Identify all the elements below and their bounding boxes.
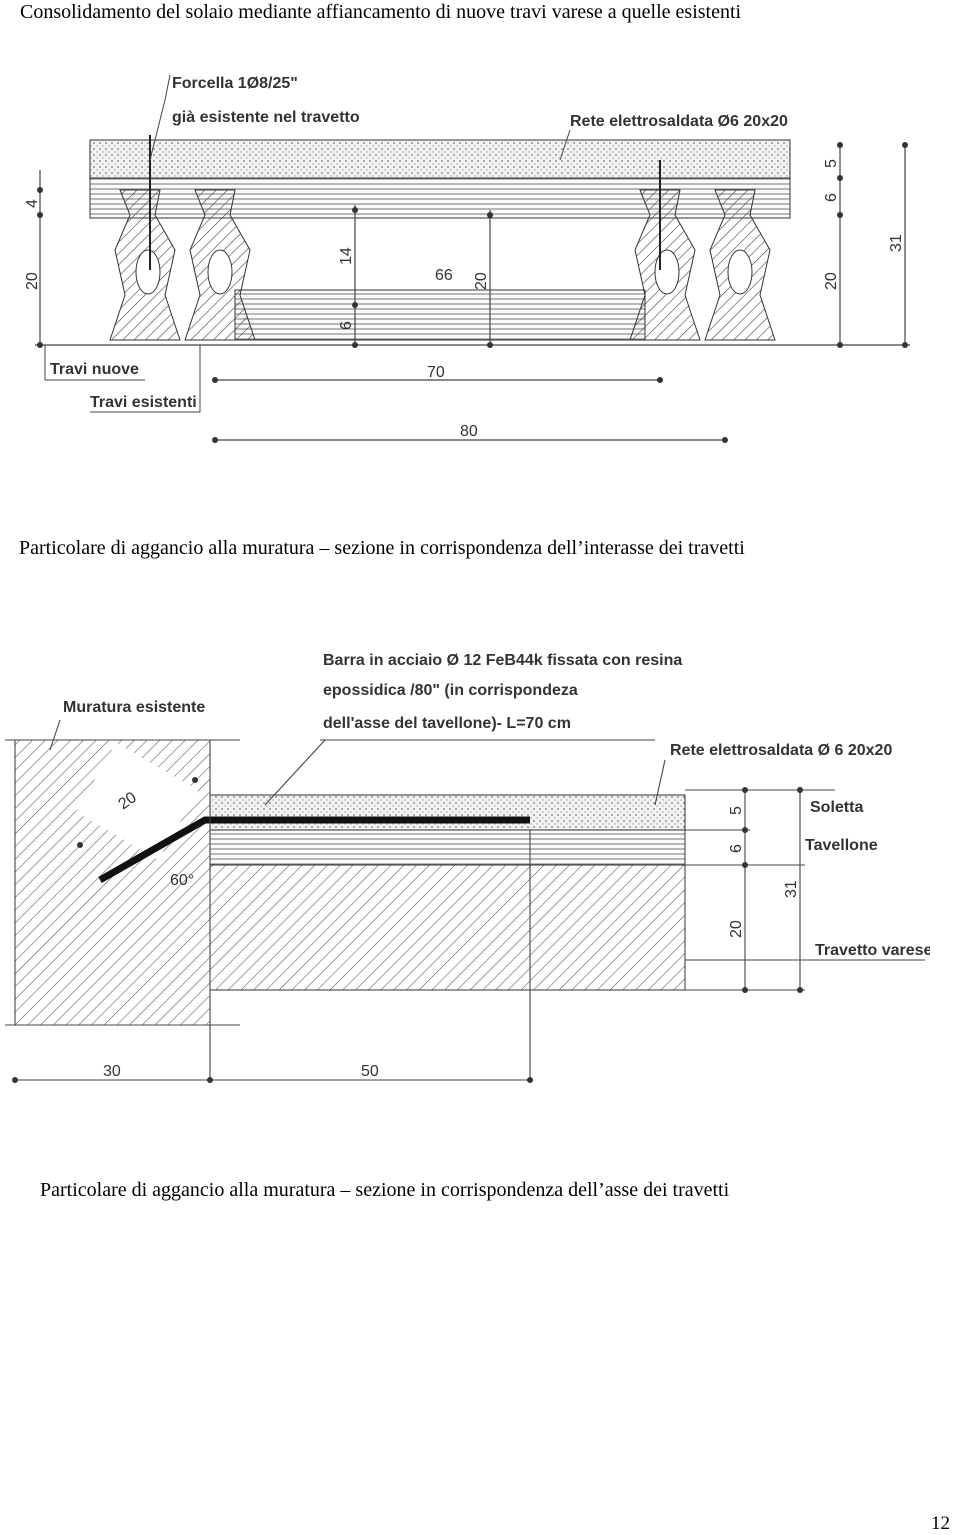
dim-6-b: 6 (728, 844, 745, 853)
page-number: 12 (931, 1513, 950, 1534)
dim-60-degrees: 60° (170, 872, 194, 889)
wall-pocket (76, 742, 199, 860)
wall-connection-drawing: Barra in acciaio Ø 12 FeB44k fissata con… (5, 640, 930, 1090)
page-heading: Consolidamento del solaio mediante affia… (20, 1, 742, 23)
floor-section-drawing-interaxis: Forcella 1Ø8/25" già esistente nel trave… (15, 40, 915, 450)
travi-esistenti-label: Travi esistenti (90, 394, 197, 411)
forcella-label-line2: già esistente nel travetto (172, 109, 360, 126)
travetto-varese (209, 864, 686, 991)
dim-31-b: 31 (783, 880, 800, 898)
dim-20-left: 20 (24, 272, 41, 290)
dim-50: 50 (361, 1063, 379, 1080)
dim-6-mid: 6 (338, 321, 355, 330)
rete-label: Rete elettrosaldata Ø6 20x20 (570, 113, 788, 130)
concrete-topping (89, 139, 791, 179)
barra-label-line2: epossidica /80" (in corrispondeza (323, 682, 578, 699)
dim-5: 5 (823, 159, 840, 168)
dim-70: 70 (427, 364, 445, 381)
dim-31: 31 (888, 234, 905, 252)
caption-interaxis: Particolare di aggancio alla muratura – … (19, 537, 745, 559)
dim-5-b: 5 (728, 806, 745, 815)
dim-20-right: 20 (823, 272, 840, 290)
travetto-label: Travetto varese (815, 942, 930, 959)
dim-14: 14 (338, 247, 355, 265)
dim-30: 30 (103, 1063, 121, 1080)
muratura-label: Muratura esistente (63, 699, 205, 716)
dim-20-mid: 20 (473, 272, 490, 290)
dim-80: 80 (460, 423, 478, 440)
steel-bar (98, 816, 530, 884)
caption-axis: Particolare di aggancio alla muratura – … (40, 1179, 730, 1201)
soletta (209, 794, 686, 831)
dim-20-b: 20 (728, 920, 745, 938)
barra-label-line3: dell'asse del tavellone)- L=70 cm (323, 715, 571, 732)
travi-nuove-label: Travi nuove (50, 361, 139, 378)
tavellone-label: Tavellone (805, 837, 878, 854)
soletta-label: Soletta (810, 799, 863, 816)
tavellone (209, 829, 686, 866)
forcella-label-line1: Forcella 1Ø8/25" (172, 75, 298, 92)
rete-label-2: Rete elettrosaldata Ø 6 20x20 (670, 742, 892, 759)
barra-label-line1: Barra in acciaio Ø 12 FeB44k fissata con… (323, 652, 682, 669)
lower-tile (234, 289, 646, 341)
dim-66: 66 (435, 267, 453, 284)
hollow-tile-layer (89, 177, 791, 219)
dim-4: 4 (24, 199, 41, 208)
dim-6-right: 6 (823, 193, 840, 202)
